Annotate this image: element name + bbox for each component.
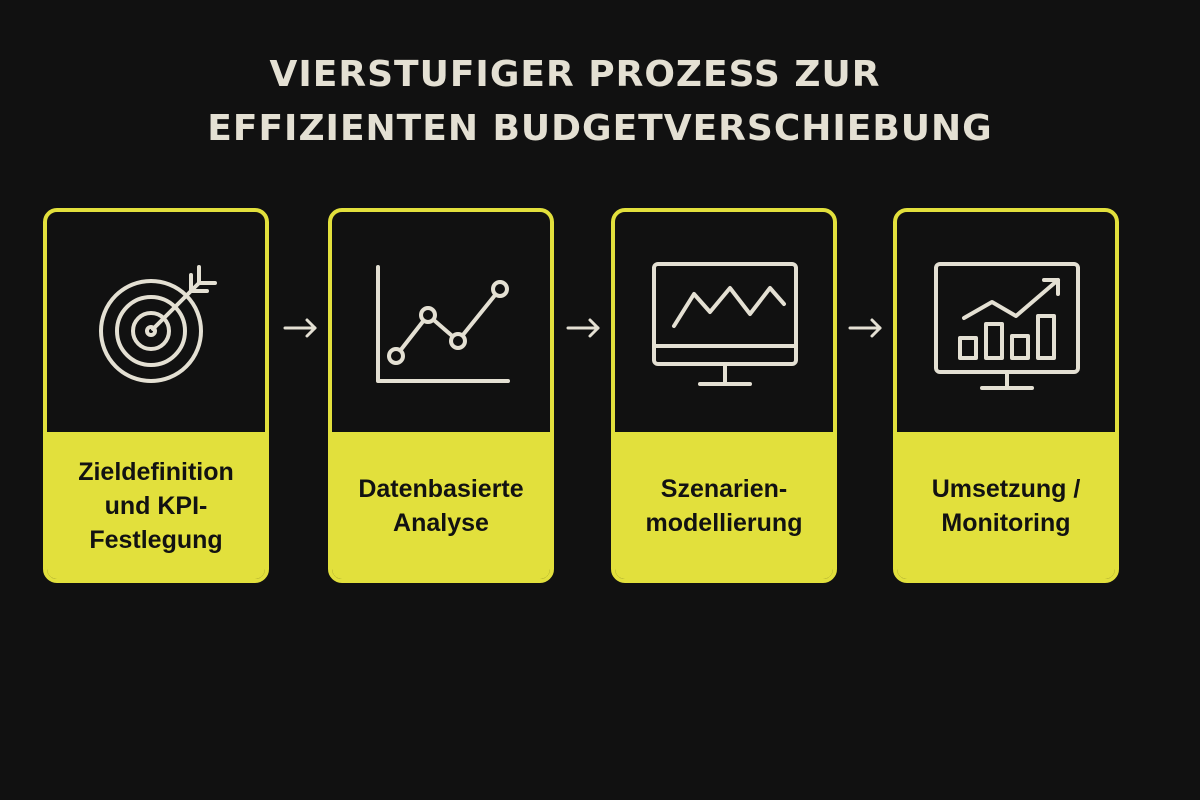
step-label-line: Monitoring — [941, 508, 1071, 537]
step-card-data-analysis: Datenbasierte Analyse — [328, 208, 554, 583]
arrow-right-icon — [848, 318, 882, 338]
monitor-wave-chart-icon — [652, 262, 798, 386]
step-label-line: Festlegung — [89, 525, 223, 554]
step-label-area: Datenbasierte Analyse — [332, 432, 550, 579]
step-icon-area — [897, 212, 1115, 436]
step-label-line: Analyse — [393, 508, 489, 537]
step-label: Datenbasierte Analyse — [346, 472, 535, 540]
step-label-line: und KPI- — [104, 491, 208, 520]
monitor-bar-trend-icon — [934, 262, 1080, 390]
step-label-line: modellierung — [645, 508, 803, 537]
line-chart-icon — [376, 265, 510, 383]
step-label-area: Szenarien- modellierung — [615, 432, 833, 579]
step-label-line: Zieldefinition — [78, 457, 234, 486]
arrow-right-icon — [283, 318, 317, 338]
step-card-scenario-modeling: Szenarien- modellierung — [611, 208, 837, 583]
step-label-line: Umsetzung / — [931, 474, 1081, 503]
step-label-area: Umsetzung / Monitoring — [897, 432, 1115, 579]
step-label-line: Szenarien- — [660, 474, 788, 503]
target-arrow-icon — [99, 265, 217, 383]
diagram-title-line-2: EFFIZIENTEN BUDGETVERSCHIEBUNG — [207, 108, 993, 149]
step-label-area: Zieldefinition und KPI- Festlegung — [47, 432, 265, 579]
step-card-goal-definition: Zieldefinition und KPI- Festlegung — [43, 208, 269, 583]
step-icon-area — [332, 212, 550, 436]
arrow-right-icon — [566, 318, 600, 338]
step-icon-area — [615, 212, 833, 436]
step-card-implementation-monitoring: Umsetzung / Monitoring — [893, 208, 1119, 583]
step-label-line: Datenbasierte — [358, 474, 524, 503]
step-label: Zieldefinition und KPI- Festlegung — [66, 455, 246, 557]
step-icon-area — [47, 212, 265, 436]
step-label: Szenarien- modellierung — [634, 472, 815, 540]
diagram-title-line-1: VIERSTUFIGER PROZESS ZUR — [269, 54, 881, 95]
step-label: Umsetzung / Monitoring — [920, 472, 1093, 540]
